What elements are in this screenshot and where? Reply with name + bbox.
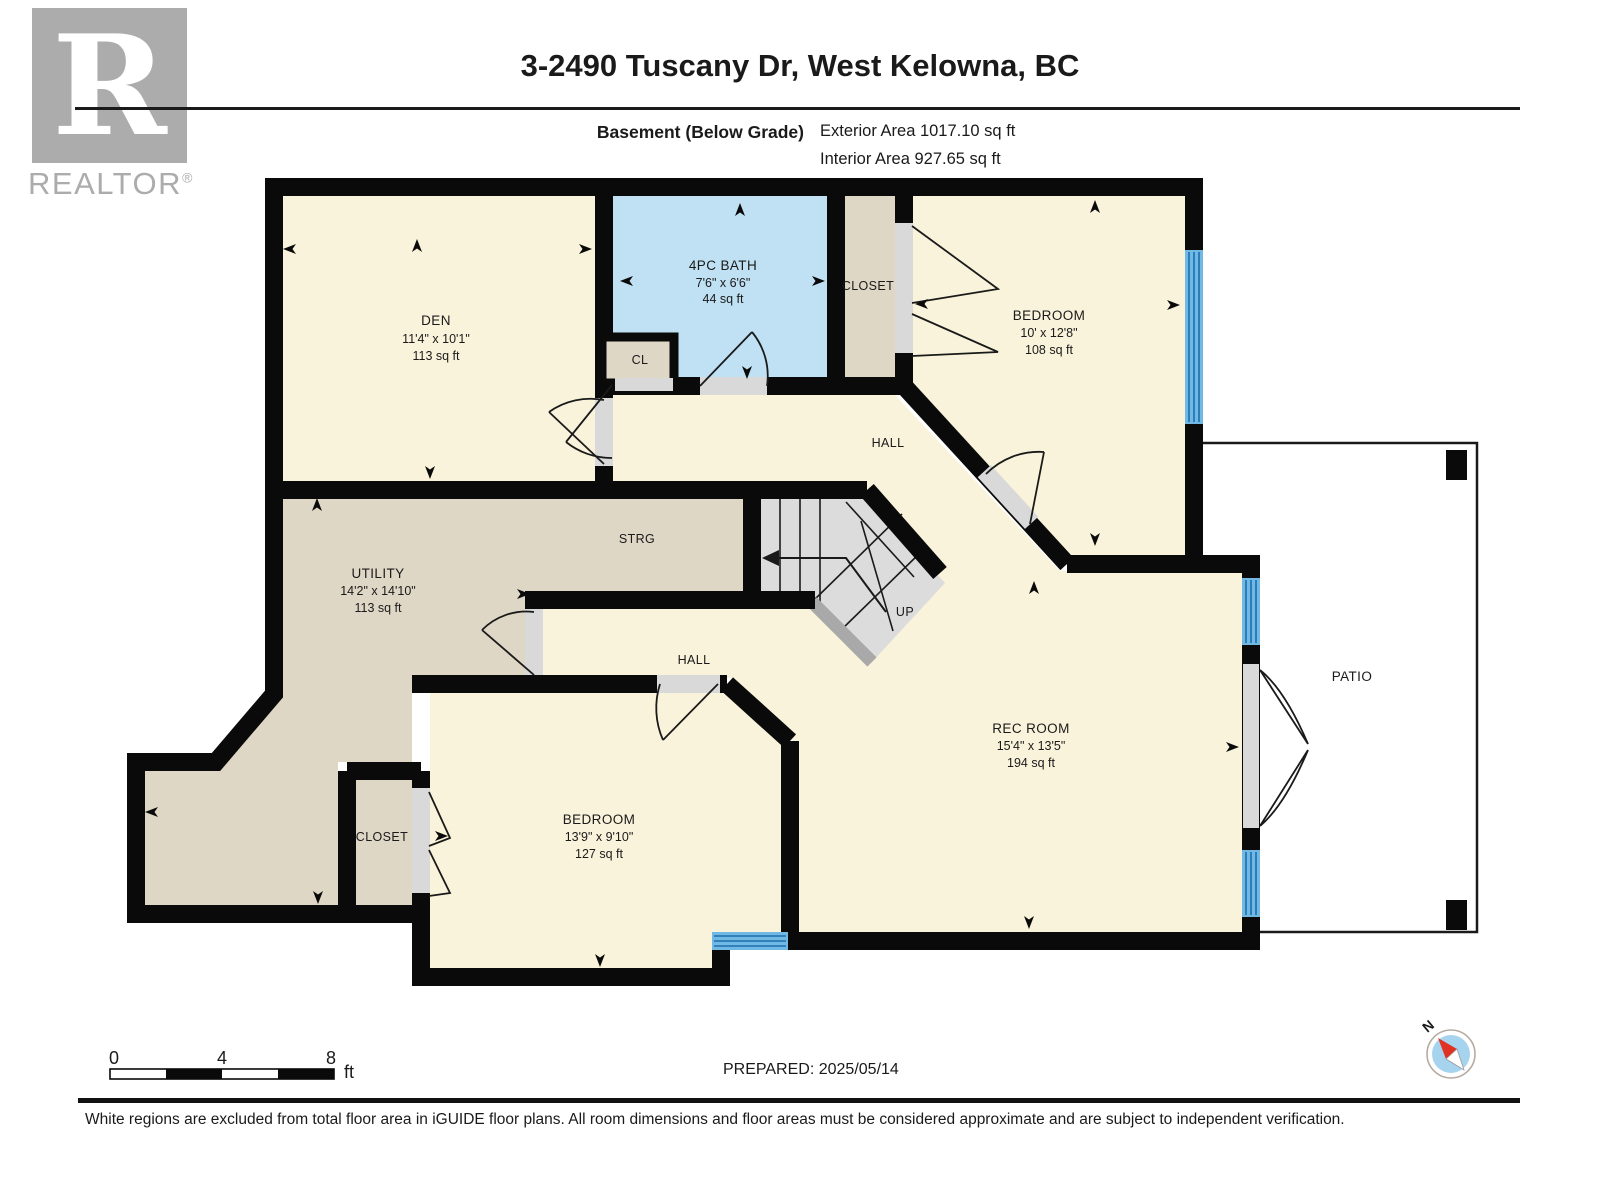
door-swing-arc [481,610,535,676]
utility-area: 113 sq ft [354,601,402,615]
door-opening [595,398,613,466]
stairs-direction-line [778,557,887,613]
bifold-door-icon [911,313,999,357]
door-opening [977,465,1039,529]
rec-room-dims: 15'4" x 13'5" [997,739,1066,753]
scale-unit: ft [344,1062,354,1082]
bedroom-bottom-name: BEDROOM [563,812,636,827]
disclaimer-text: White regions are excluded from total fl… [85,1111,1345,1128]
bedroom-top-area: 108 sq ft [1025,343,1073,357]
compass-needle-south [1445,1048,1465,1071]
floor-label: Basement (Below Grade) [596,122,804,142]
utility-name: UTILITY [351,566,404,581]
scale-bar-segment [278,1069,334,1079]
registered-mark: ® [182,169,194,186]
scale-tick-0: 0 [109,1048,119,1068]
stair-steps [779,499,923,632]
room-cl-box [597,332,679,388]
door-swing-arc [565,384,613,459]
den-name: DEN [421,313,451,328]
realtor-logo-letter: R [52,3,167,167]
bedroom-top-dims: 10' x 12'8" [1020,326,1077,340]
bath-name: 4PC BATH [689,258,757,273]
closet-top-label: CLOSET [842,279,894,293]
footer-divider [78,1098,1520,1103]
door-swing-arc [655,683,719,741]
prepared-date: PREPARED: 2025/05/14 [723,1061,899,1078]
realtor-brand-text: REALTOR [28,166,183,201]
rec-room-name: REC ROOM [992,721,1069,736]
patio: PATIO [1203,441,1479,934]
scale-tick-4: 4 [217,1048,227,1068]
room-closet-bottom-floor [352,776,416,909]
strg-label: STRG [619,532,655,546]
room-utility-floor [145,499,743,905]
interior-area: Interior Area 927.65 sq ft [820,150,1001,168]
room-den-floor [283,196,595,481]
patio-post [1446,450,1467,480]
window [1242,578,1260,645]
bedroom-bottom-dims: 13'9" x 9'10" [565,830,634,844]
door-opening [525,609,543,675]
french-door-swing [1259,749,1309,827]
compass-icon: N [1419,1017,1476,1079]
door-opening [895,223,913,353]
rec-room-area: 194 sq ft [1007,756,1055,770]
french-door-swing [1259,669,1309,745]
door-swing-arc [699,331,769,387]
scale-bar-segment [166,1069,222,1079]
bifold-door-icon [911,225,1001,304]
den-dims: 11'4" x 10'1" [402,332,470,346]
header-divider [75,107,1520,110]
stair-handrail [807,597,877,667]
stairs-up-label: UP [896,605,914,619]
compass-north-label: N [1419,1017,1437,1036]
bedroom-top-name: BEDROOM [1013,308,1086,323]
door-opening [657,675,720,693]
patio-post [1446,900,1467,930]
bath-dims: 7'6" x 6'6" [696,276,751,290]
room-bedroom-top-floor [909,196,1185,555]
room-bedroom-bottom-floor [430,690,784,968]
scale-bar: 0 4 8 ft [109,1048,354,1082]
patio-label: PATIO [1332,669,1373,684]
door-opening [1243,664,1259,828]
den-area: 113 sq ft [412,349,460,363]
bath-area: 44 sq ft [703,292,745,306]
realtor-brand-word: REALTOR® [28,166,228,202]
window [712,932,788,950]
scale-tick-8: 8 [326,1048,336,1068]
door-opening [615,378,673,391]
door-opening [700,377,767,395]
door-swing-arc [985,450,1045,525]
stairs-direction-arrow-icon [762,550,779,566]
exterior-area: Exterior Area 1017.10 sq ft [820,122,1016,140]
bifold-door-icon [428,791,452,847]
door-swings [428,225,1309,897]
compass-needle-north [1438,1038,1457,1059]
door-openings [412,223,1259,893]
window [1185,250,1203,424]
realtor-logo-icon: R [32,8,187,163]
hall-bottom-label: HALL [678,653,711,667]
windows [712,250,1260,950]
room-closet-top-floor [845,196,895,377]
bedroom-bottom-area: 127 sq ft [575,847,623,861]
room-labels: DEN 11'4" x 10'1" 113 sq ft 4PC BATH 7'6… [340,258,1085,861]
closet-bottom-label: CLOSET [356,830,408,844]
hall-top-label: HALL [872,436,905,450]
utility-dims: 14'2" x 14'10" [340,584,416,598]
cl-label: CL [632,353,649,367]
exterior-walls [127,178,1260,986]
door-opening [412,788,430,893]
page-title: 3-2490 Tuscany Dr, West Kelowna, BC [520,48,1080,83]
window [1242,850,1260,917]
patio-outline [1203,441,1479,934]
bifold-door-icon [428,849,452,897]
